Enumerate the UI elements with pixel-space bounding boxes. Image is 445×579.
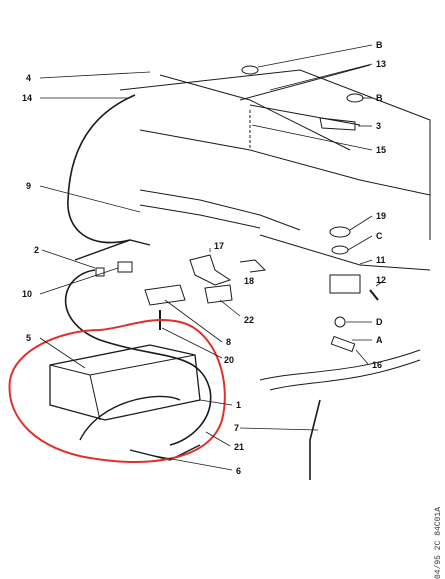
callout-b-mid: B — [376, 93, 383, 103]
nut-b-mid — [346, 93, 364, 103]
callout-14: 14 — [22, 93, 33, 103]
nut-b-top — [241, 65, 259, 75]
seal-16 — [330, 335, 356, 353]
callout-19: 19 — [376, 211, 387, 221]
parts-diagram: B 13 4 14 B 3 15 9 19 C 2 17 11 18 12 10… — [8, 40, 443, 579]
leader-11 — [359, 259, 373, 265]
windscreen-edge — [139, 129, 431, 196]
callout-21: 21 — [234, 442, 245, 452]
pump-connector — [95, 267, 105, 277]
callout-a: A — [376, 335, 383, 345]
clip-17 — [189, 254, 232, 286]
callout-18: 18 — [244, 276, 255, 286]
bracket-3 — [319, 117, 356, 131]
leader-10 — [39, 267, 119, 295]
callout-15: 15 — [376, 145, 387, 155]
washer-system-exploded-view — [8, 44, 431, 480]
leader-4 — [39, 71, 151, 79]
wiper-linkage — [239, 64, 371, 101]
leader-9 — [39, 185, 141, 213]
reservoir-highlight — [8, 318, 226, 463]
bracket-8 — [144, 284, 186, 306]
callout-10: 10 — [22, 289, 33, 299]
callout-9: 9 — [26, 181, 32, 191]
leader-2 — [41, 249, 96, 269]
clip-18 — [239, 259, 267, 273]
grommet-19 — [329, 226, 351, 238]
nozzle-11 — [329, 274, 361, 294]
callout-17: 17 — [214, 241, 225, 251]
bracket-22 — [204, 284, 233, 304]
drawing-code: 04/95 2C 84C01A — [434, 507, 443, 579]
reservoir-front — [89, 374, 101, 421]
bodywork-lower-2 — [269, 359, 421, 391]
scuttle-panel — [139, 189, 301, 231]
leader-20 — [161, 327, 223, 359]
leader-15 — [251, 124, 373, 151]
bodywork-lower — [259, 349, 421, 381]
callout-20: 20 — [224, 355, 235, 365]
leader-1 — [199, 399, 233, 406]
callout-c: C — [376, 231, 383, 241]
leader-12 — [375, 281, 383, 287]
washer-d — [334, 316, 346, 328]
hose-7 — [309, 399, 321, 480]
leader-c — [347, 235, 373, 251]
callout-5: 5 — [26, 333, 32, 343]
hose-6b — [129, 444, 201, 461]
hood-lower-edge — [259, 234, 431, 271]
leader-13 — [269, 63, 373, 91]
callout-12: 12 — [376, 275, 387, 285]
callout-6: 6 — [236, 466, 242, 476]
callout-11: 11 — [376, 255, 386, 265]
hose-6 — [79, 395, 181, 441]
leader-7 — [239, 427, 319, 431]
reservoir-5 — [49, 344, 201, 421]
hood-outline — [119, 69, 431, 240]
leader-16 — [355, 349, 369, 365]
pin-12 — [369, 289, 379, 301]
callout-1: 1 — [236, 400, 242, 410]
callout-13: 13 — [376, 59, 387, 69]
leader-21 — [205, 431, 231, 447]
leader-6 — [149, 454, 233, 471]
leader-b-top — [257, 44, 373, 68]
callout-d: D — [376, 317, 383, 327]
callout-16: 16 — [372, 360, 383, 370]
hose-14 — [67, 94, 136, 244]
leader-19 — [349, 215, 373, 231]
callout-2: 2 — [34, 245, 40, 255]
scuttle-panel-inner — [139, 204, 261, 229]
callout-8: 8 — [226, 337, 232, 347]
hose-2 — [74, 239, 151, 261]
leader-22 — [219, 299, 241, 317]
callout-3: 3 — [376, 121, 382, 131]
hose-10 — [64, 269, 212, 446]
callout-22: 22 — [244, 315, 255, 325]
callout-b-top: B — [376, 40, 383, 50]
callout-4: 4 — [26, 73, 32, 83]
leader-5 — [39, 337, 86, 369]
wiper-linkage-2 — [249, 104, 361, 126]
connector-10 — [117, 261, 133, 273]
callout-7: 7 — [234, 423, 240, 433]
grommet-c — [331, 245, 349, 255]
leader-8 — [164, 299, 223, 343]
wiper-rod — [159, 74, 351, 151]
